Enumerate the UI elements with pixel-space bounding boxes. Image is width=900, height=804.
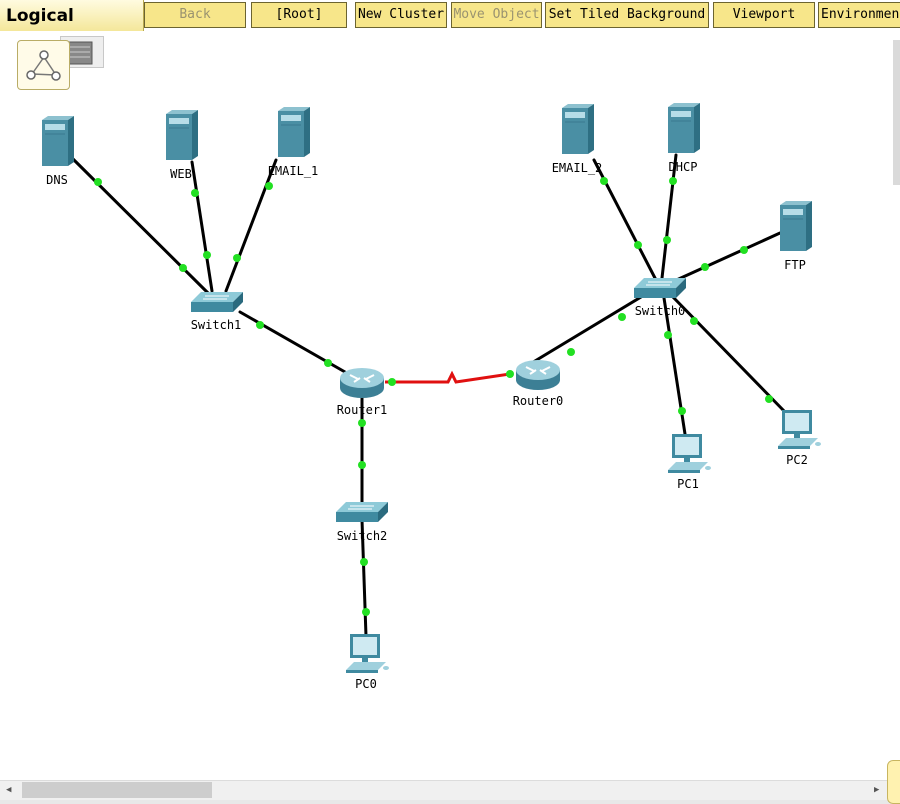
back-button[interactable]: Back bbox=[144, 2, 246, 28]
logical-view-icon[interactable] bbox=[17, 40, 70, 90]
device-label-web: WEB bbox=[170, 167, 192, 181]
device-label-pc0: PC0 bbox=[355, 677, 377, 691]
cable-ftp-switch0[interactable] bbox=[670, 231, 782, 284]
server-icon bbox=[668, 103, 700, 153]
device-label-ftp: FTP bbox=[784, 258, 806, 272]
horizontal-scrollbar[interactable]: ◀ ▶ bbox=[0, 780, 890, 801]
link-light bbox=[358, 419, 366, 427]
link-light bbox=[506, 370, 514, 378]
switch-icon bbox=[634, 278, 686, 298]
serial-link-router1-router0[interactable] bbox=[385, 370, 511, 384]
switch-icon bbox=[336, 502, 388, 522]
device-label-email-1: EMAIL_1 bbox=[267, 164, 319, 178]
switch-switch2[interactable] bbox=[336, 500, 388, 528]
device-label-switch1: Switch1 bbox=[190, 318, 242, 332]
link-light bbox=[179, 264, 187, 272]
link-light bbox=[256, 321, 264, 329]
server-icon bbox=[278, 107, 310, 157]
cable-switch2-pc0[interactable] bbox=[360, 518, 368, 638]
server-email-1[interactable] bbox=[278, 107, 310, 163]
logical-tab-label: Logical bbox=[6, 6, 74, 26]
environment-button[interactable]: Environment bbox=[818, 2, 900, 28]
device-label-pc2: PC2 bbox=[786, 453, 808, 467]
link-light bbox=[664, 331, 672, 339]
router-router0[interactable] bbox=[516, 358, 562, 396]
new-cluster-button[interactable]: New Cluster bbox=[355, 2, 447, 28]
device-label-switch0: Switch0 bbox=[634, 304, 686, 318]
device-label-email-2: EMAIL_2 bbox=[551, 161, 603, 175]
move-object-button[interactable]: Move Object bbox=[451, 2, 542, 28]
device-label-router0: Router0 bbox=[512, 394, 564, 408]
pc-pc2[interactable] bbox=[778, 410, 824, 454]
link-light bbox=[765, 395, 773, 403]
link-light bbox=[701, 263, 709, 271]
device-label-switch2: Switch2 bbox=[336, 529, 388, 543]
viewport-button[interactable]: Viewport bbox=[713, 2, 815, 28]
server-web[interactable] bbox=[166, 110, 198, 166]
scroll-left-icon[interactable]: ◀ bbox=[6, 785, 12, 795]
device-label-dns: DNS bbox=[46, 173, 68, 187]
side-panel-tab[interactable] bbox=[887, 760, 900, 804]
logical-workspace-canvas[interactable] bbox=[0, 31, 900, 780]
cable-router0-switch0[interactable] bbox=[528, 292, 648, 366]
link-light bbox=[94, 178, 102, 186]
vertical-scrollbar-thumb[interactable] bbox=[893, 40, 900, 185]
workspace-toolbar: Logical Back [Root] New Cluster Move Obj… bbox=[0, 0, 900, 31]
link-light bbox=[233, 254, 241, 262]
link-light bbox=[362, 608, 370, 616]
cable-switch0-pc2[interactable] bbox=[670, 294, 788, 415]
server-email-2[interactable] bbox=[562, 104, 594, 160]
link-light bbox=[358, 461, 366, 469]
cable-web-switch1[interactable] bbox=[190, 160, 214, 293]
set-tiled-background-button[interactable]: Set Tiled Background bbox=[545, 2, 709, 28]
router-icon bbox=[516, 360, 560, 390]
server-icon bbox=[42, 116, 74, 166]
device-label-dhcp: DHCP bbox=[668, 160, 698, 174]
link-light bbox=[663, 236, 671, 244]
link-light bbox=[690, 317, 698, 325]
server-dns[interactable] bbox=[42, 116, 74, 172]
horizontal-scrollbar-thumb[interactable] bbox=[22, 782, 212, 798]
link-light bbox=[669, 177, 677, 185]
link-light bbox=[203, 251, 211, 259]
pc-icon bbox=[668, 434, 711, 473]
router-router1[interactable] bbox=[340, 366, 386, 404]
link-light bbox=[740, 246, 748, 254]
link-light bbox=[618, 313, 626, 321]
bottom-panel-edge bbox=[0, 800, 900, 804]
device-label-pc1: PC1 bbox=[677, 477, 699, 491]
root-button[interactable]: [Root] bbox=[251, 2, 347, 28]
server-icon bbox=[166, 110, 198, 160]
logical-tab[interactable]: Logical bbox=[0, 0, 144, 31]
pc-icon bbox=[778, 410, 821, 449]
scroll-right-icon[interactable]: ▶ bbox=[874, 785, 880, 795]
link-light bbox=[360, 558, 368, 566]
switch-switch0[interactable] bbox=[634, 276, 686, 304]
server-dhcp[interactable] bbox=[668, 103, 700, 159]
server-icon bbox=[562, 104, 594, 154]
link-light bbox=[678, 407, 686, 415]
switch-icon bbox=[191, 292, 243, 312]
pc-icon bbox=[346, 634, 389, 673]
pc-pc0[interactable] bbox=[346, 634, 392, 678]
switch-switch1[interactable] bbox=[191, 290, 243, 318]
server-icon bbox=[780, 201, 812, 251]
link-light bbox=[265, 182, 273, 190]
cable-dhcp-switch0[interactable] bbox=[660, 153, 678, 280]
link-light bbox=[324, 359, 332, 367]
link-light bbox=[567, 348, 575, 356]
router-icon bbox=[340, 368, 384, 398]
link-light bbox=[191, 189, 199, 197]
server-ftp[interactable] bbox=[780, 201, 812, 257]
link-light bbox=[634, 241, 642, 249]
link-light bbox=[388, 378, 396, 386]
cable-email1-switch1[interactable] bbox=[224, 158, 278, 293]
pc-pc1[interactable] bbox=[668, 434, 714, 478]
device-label-router1: Router1 bbox=[336, 403, 388, 417]
link-light bbox=[600, 177, 608, 185]
